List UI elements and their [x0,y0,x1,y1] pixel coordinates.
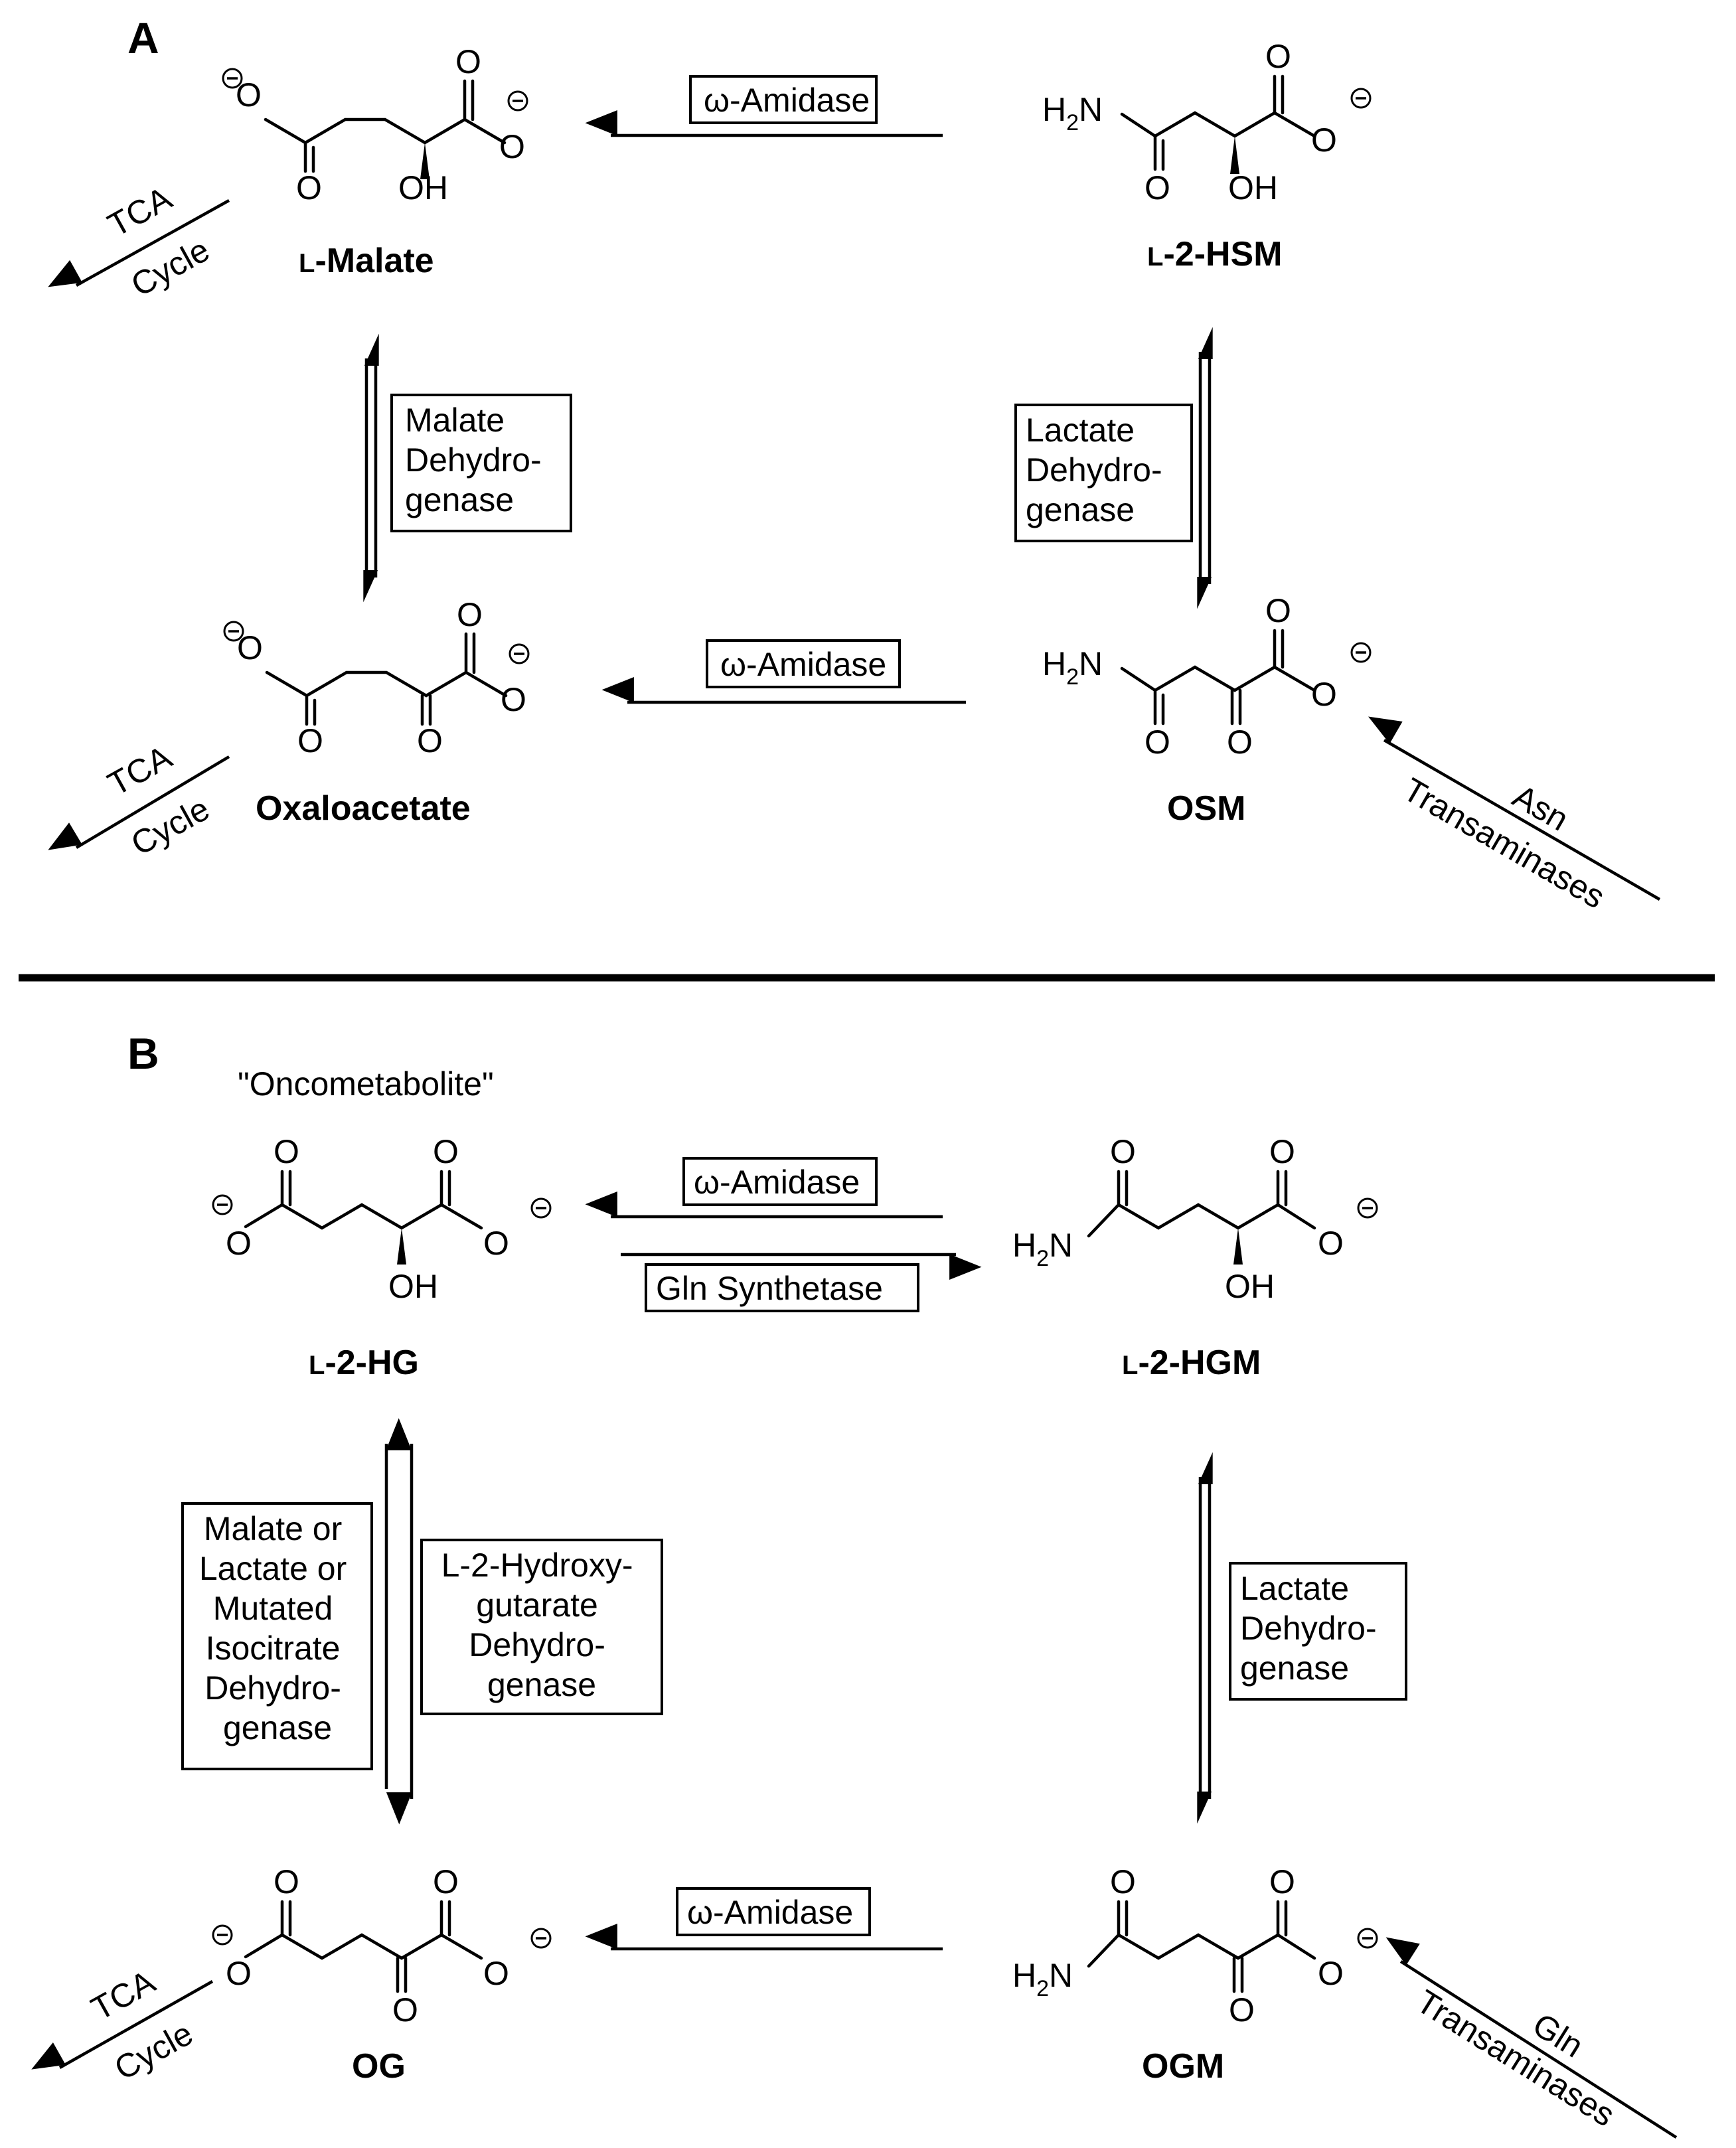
box-lactate-dh-a [1014,404,1193,542]
svg-text:O: O [392,1991,418,2029]
svg-text:O: O [1110,1133,1136,1170]
compound-l-2-hgm: L-2-HGM [1122,1343,1261,1382]
svg-text:O: O [226,1955,252,1992]
svg-text:OH: OH [1225,1268,1275,1305]
svg-text:O: O [1265,38,1291,75]
svg-text:O: O [1318,1225,1344,1262]
enzyme-lactate-dh-a: Lactate Dehydro- genase [1026,412,1172,528]
arrow-oxaloacetate-to-tca [48,755,230,850]
svg-text:O: O [226,1225,252,1262]
hgm-structure: H2N O O O OH [1012,1133,1378,1305]
svg-text:O: O [1229,1991,1255,2029]
box-omega-amidase-b-bottom [676,1887,871,1936]
svg-text:O: O [1144,169,1170,206]
enzyme-malate-dh: Malate Dehydro- genase [405,402,551,518]
oxaloacetate-structure: O O O O O [223,596,530,759]
box-malate-dh [390,394,572,532]
svg-text:O: O [483,1955,509,1992]
panel-a-label: A [127,13,159,62]
enzyme-omega-amidase-b-bottom: ω-Amidase [687,1894,853,1931]
svg-text:OH: OH [398,169,448,206]
label-cycle-b: Cycle [108,2015,199,2088]
svg-text:O: O [433,1133,459,1170]
svg-text:H2N: H2N [1042,91,1103,135]
svg-text:O: O [455,43,481,80]
arrow-malate-to-tca [48,199,230,287]
svg-text:H2N: H2N [1012,1227,1073,1271]
box-gln-synthetase [645,1263,919,1312]
compound-l-2-hg: L-2-HG [309,1343,419,1382]
svg-text:O: O [297,722,323,759]
svg-text:O: O [274,1863,299,1900]
compound-og: OG [352,2047,406,2086]
malate-structure: O O O O OH [222,43,528,206]
box-lactate-dh-b [1229,1562,1407,1701]
box-omega-amidase-a-top [689,75,878,124]
panel-b-label: B [127,1029,159,1078]
svg-text:O: O [1110,1863,1136,1900]
enzyme-omega-amidase-b-top: ω-Amidase [694,1164,860,1201]
svg-text:O: O [274,1133,299,1170]
svg-text:O: O [501,681,526,718]
svg-text:O: O [417,722,443,759]
svg-text:O: O [1318,1955,1344,1992]
svg-text:O: O [1144,724,1170,761]
compound-ogm: OGM [1142,2047,1224,2086]
compound-oxaloacetate: Oxaloacetate [256,789,471,828]
svg-text:O: O [1265,592,1291,629]
box-omega-amidase-a-bottom [706,639,901,688]
enzyme-gln-synthetase: Gln Synthetase [656,1270,883,1307]
box-hg-dh [420,1539,663,1715]
hsm-structure: H2N O O O OH [1042,38,1372,206]
enzyme-omega-amidase-a-bottom: ω-Amidase [720,646,886,683]
oncometabolite-note: "Oncometabolite" [238,1065,494,1103]
label-gln-transaminases: Transaminases [1410,1983,1621,2134]
hg-structure: O O O O OH [212,1133,552,1305]
svg-text:OH: OH [1228,169,1278,206]
svg-text:O: O [1311,676,1337,713]
svg-text:O: O [1311,121,1337,159]
svg-text:O: O [483,1225,509,1262]
svg-text:OH: OH [388,1268,438,1305]
og-structure: O O O O O [212,1863,552,2029]
svg-text:O: O [296,169,322,206]
svg-text:O: O [1269,1133,1295,1170]
svg-text:H2N: H2N [1012,1957,1073,2001]
compound-l-2-hsm: L-2-HSM [1147,235,1283,273]
svg-text:O: O [499,128,525,165]
enzyme-mutated-dh: Malate or Lactate or Mutated Isocitrate … [199,1510,356,1746]
ogm-structure: H2N O O O O [1012,1863,1378,2029]
arrow-gln-to-ogm [1385,1937,1678,2139]
arrow-og-to-tca [31,1980,214,2070]
box-omega-amidase-b-top [682,1157,878,1206]
svg-text:H2N: H2N [1042,645,1103,690]
osm-structure: H2N O O O O [1042,592,1372,761]
svg-text:O: O [1227,724,1253,761]
arrow-asn-to-osm [1368,716,1661,901]
enzyme-lactate-dh-b: Lactate Dehydro- genase [1240,1570,1386,1687]
box-mutated-dh [181,1502,373,1770]
svg-text:O: O [433,1863,459,1900]
svg-text:O: O [457,596,483,633]
enzyme-hg-dh: L-2-Hydroxy- gutarate Dehydro- genase [441,1547,643,1703]
label-asn-transaminases: Transaminases [1397,771,1611,915]
compound-osm: OSM [1167,789,1245,828]
label-cycle-a-top: Cycle [125,231,216,304]
label-cycle-a-bottom: Cycle [125,790,216,863]
compound-l-malate: L-Malate [299,242,434,280]
enzyme-omega-amidase-a-top: ω-Amidase [704,82,870,119]
svg-text:O: O [1269,1863,1295,1900]
